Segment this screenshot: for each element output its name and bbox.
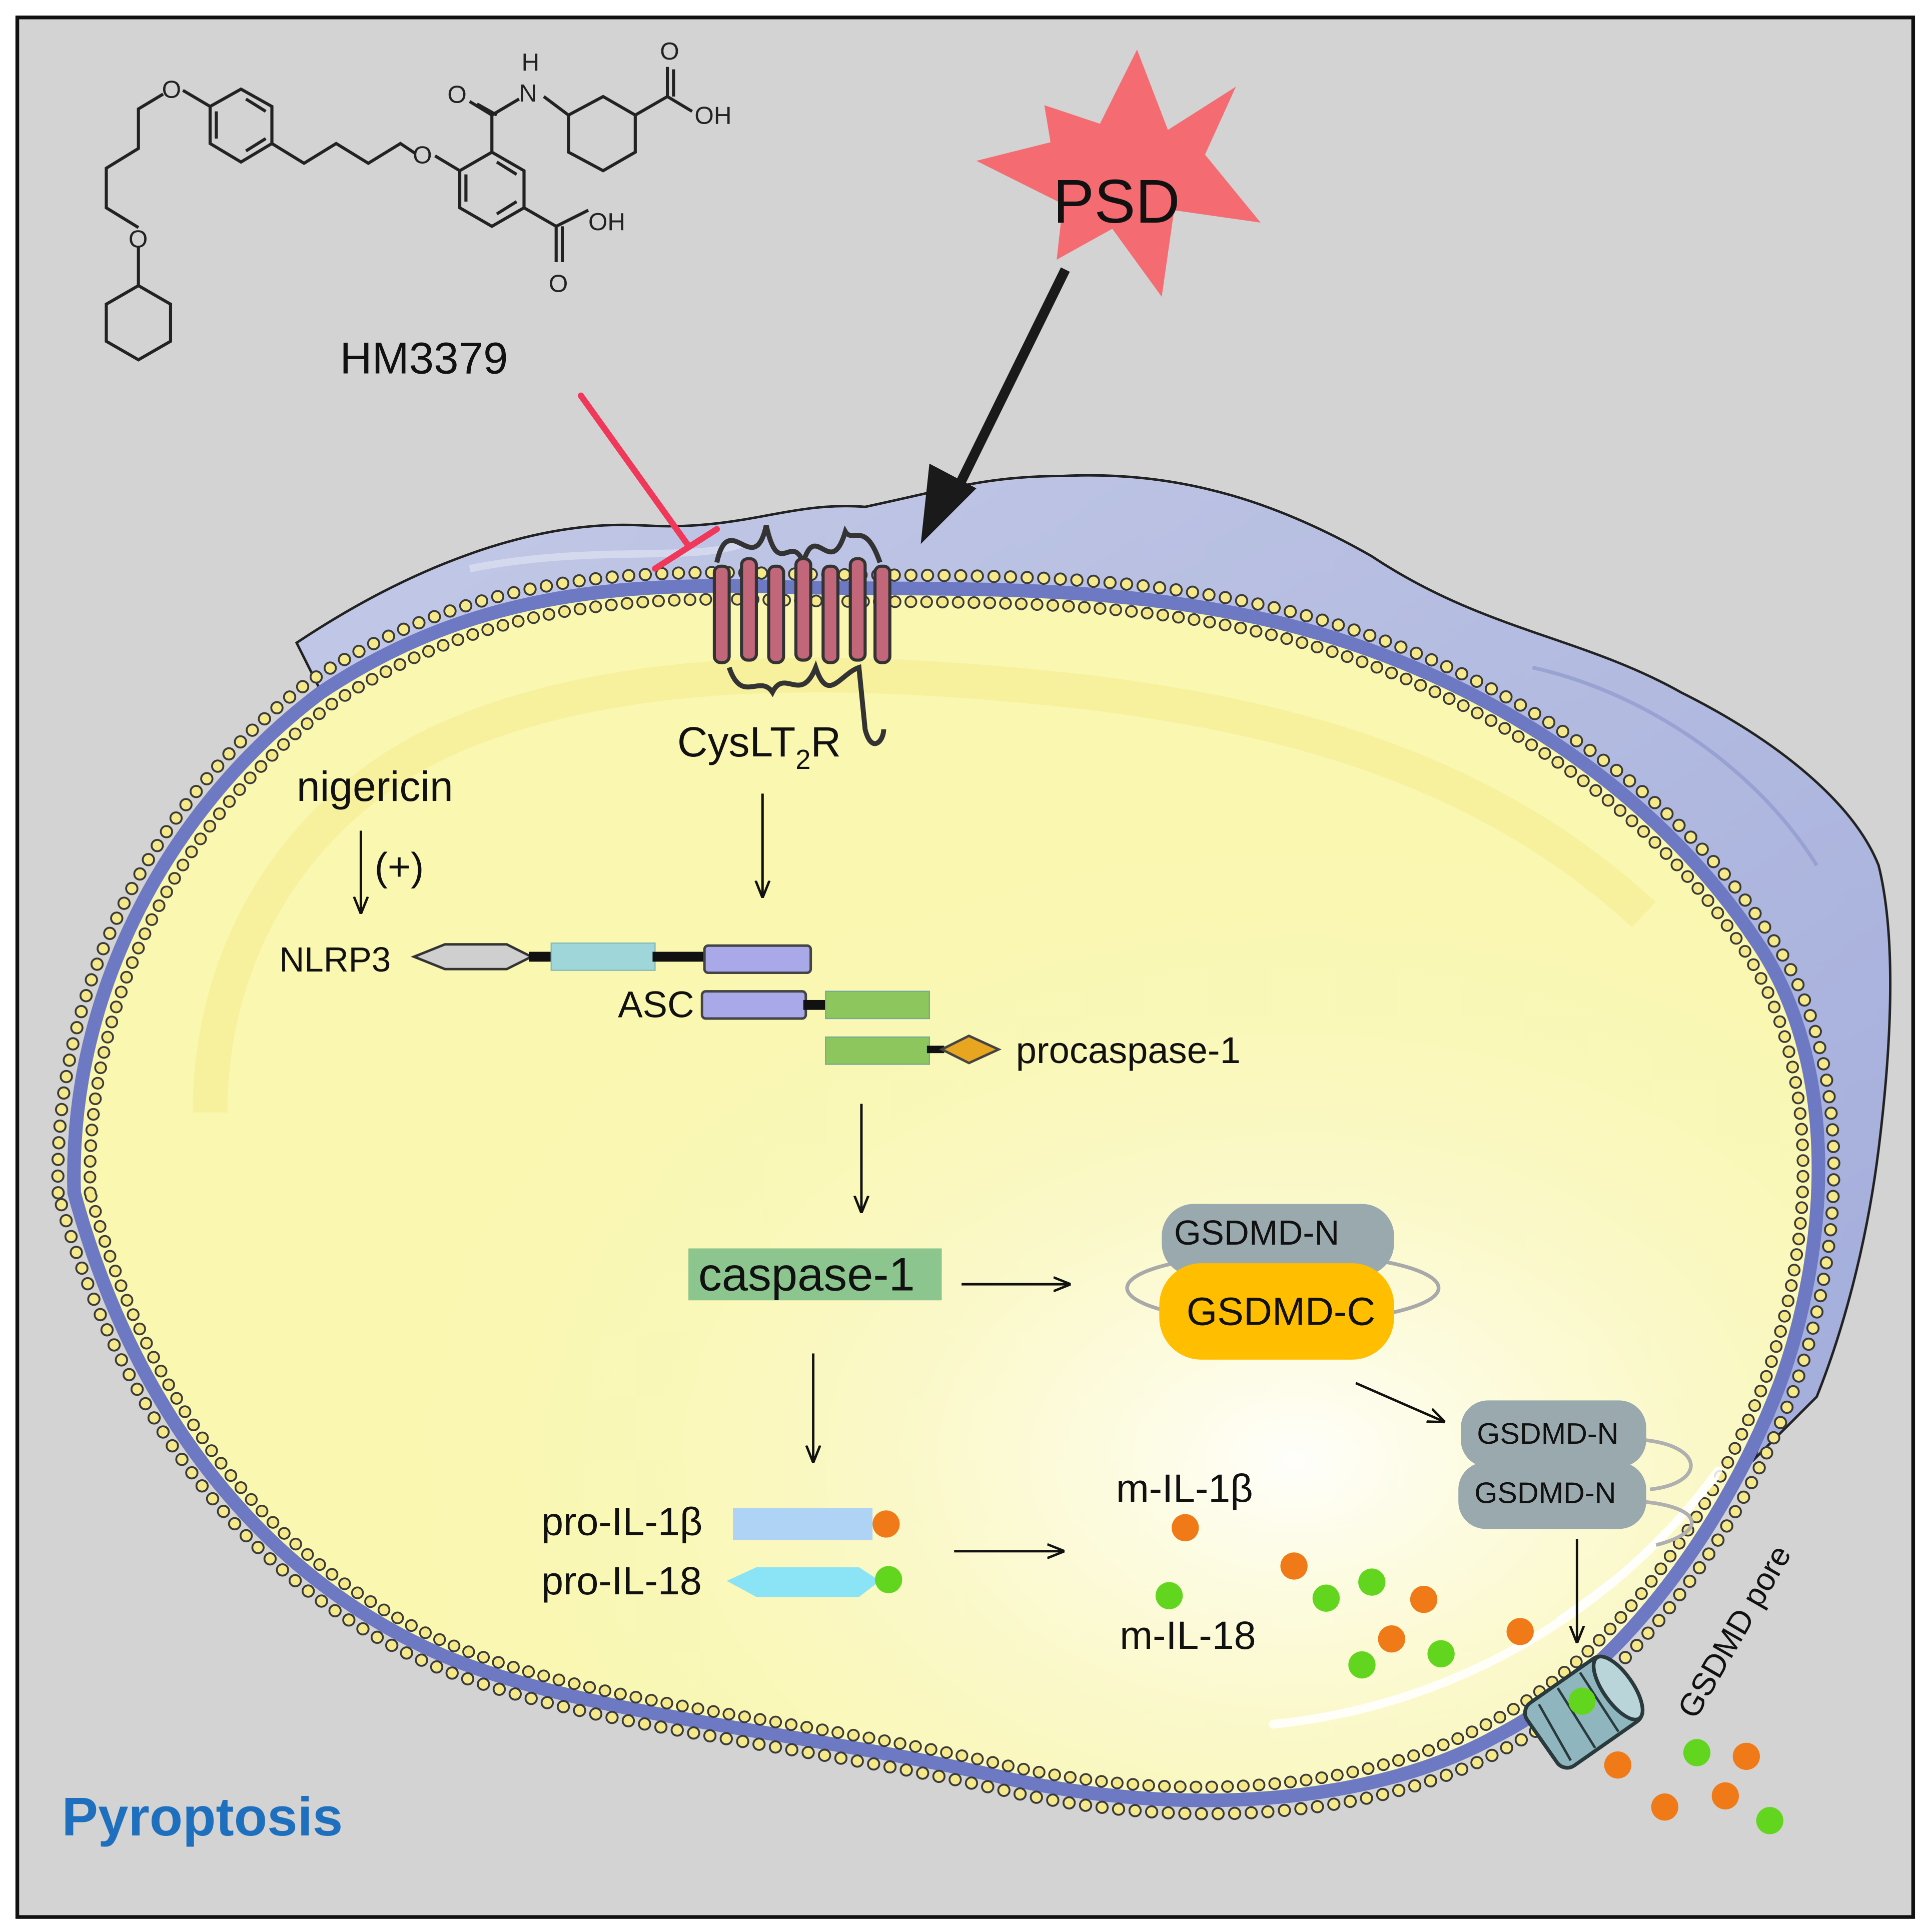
m-il1b-label: m-IL-1β bbox=[1116, 1466, 1253, 1510]
gsdmd-n-block bbox=[1162, 1204, 1394, 1276]
arrow-gsdmd-cleavage bbox=[1355, 1382, 1443, 1422]
psd-star bbox=[976, 50, 1261, 297]
caspase-box bbox=[688, 1248, 942, 1301]
psd-arrowhead bbox=[920, 463, 977, 544]
chem-oh1: OH bbox=[694, 102, 731, 129]
sheen-arc-thin bbox=[1556, 1476, 1719, 1621]
released-cytokines-outside bbox=[1604, 1739, 1783, 1834]
m-il1b-dot bbox=[1172, 1514, 1199, 1542]
procaspase-linker bbox=[926, 1046, 944, 1054]
psd-arrow bbox=[947, 267, 1070, 503]
nlrp3-label: NLRP3 bbox=[279, 940, 391, 979]
gsdmd-n-block-a bbox=[1461, 1400, 1646, 1467]
hm3379-structure bbox=[105, 67, 693, 362]
gsdmd-c-block bbox=[1159, 1263, 1394, 1360]
nigericin-label: nigericin bbox=[297, 763, 453, 810]
gsdmd-n-label: GSDMD-N bbox=[1174, 1213, 1339, 1252]
pro-il1b-label: pro-IL-1β bbox=[541, 1499, 702, 1544]
gsdmd-n-dimer-links bbox=[1643, 1438, 1694, 1547]
nlrp3-lrr-domain bbox=[703, 944, 812, 975]
membrane-outer-fill bbox=[53, 567, 1839, 1819]
m-il18-label: m-IL-18 bbox=[1120, 1613, 1256, 1657]
chem-o2: O bbox=[129, 225, 148, 253]
gsdmd-n-label-a: GSDMD-N bbox=[1477, 1417, 1618, 1450]
receptor-label: CysLT2R bbox=[677, 718, 841, 775]
gsdmd-n-block-b bbox=[1458, 1462, 1646, 1529]
pro-il18-bar bbox=[726, 1567, 880, 1597]
asc-card-domain bbox=[825, 991, 930, 1020]
m-il18-dot bbox=[1155, 1582, 1183, 1609]
envelope-highlight bbox=[469, 540, 743, 572]
nlrp3-linker1 bbox=[529, 951, 554, 962]
chem-o-acid2: O bbox=[549, 270, 568, 297]
asc-pyd-domain bbox=[700, 990, 807, 1020]
psd-label: PSD bbox=[1053, 167, 1180, 236]
pro-il18-mature-dot bbox=[875, 1566, 902, 1593]
plus-label: (+) bbox=[375, 844, 424, 888]
pyroptosis-title: Pyroptosis bbox=[62, 1787, 343, 1847]
chem-h: H bbox=[522, 49, 540, 76]
gsdmd-pore bbox=[1523, 1654, 1645, 1770]
chem-o3: O bbox=[413, 141, 432, 169]
compound-label: HM3379 bbox=[340, 333, 508, 383]
procaspase-domain bbox=[939, 1034, 1002, 1065]
membrane-inner-fill bbox=[85, 594, 1808, 1792]
gsdmd-n-label-b: GSDMD-N bbox=[1474, 1476, 1616, 1509]
asc-label: ASC bbox=[618, 984, 694, 1026]
asc-linker bbox=[803, 1000, 828, 1010]
nlrp3-nacht-domain bbox=[550, 942, 656, 971]
procaspase-card-domain bbox=[825, 1036, 930, 1065]
chem-oh2: OH bbox=[588, 208, 625, 236]
inhibition-marker bbox=[577, 392, 720, 572]
pro-il1b-mature-dot bbox=[872, 1510, 900, 1538]
pro-il18-label: pro-IL-18 bbox=[541, 1558, 702, 1603]
chem-o1: O bbox=[162, 76, 181, 103]
released-cytokines-inside bbox=[1280, 1552, 1534, 1679]
envelope-fold bbox=[1532, 665, 1818, 866]
interior-inner-shade bbox=[193, 657, 1656, 1113]
chem-o-acid1: O bbox=[660, 38, 679, 65]
pro-il1b-bar bbox=[733, 1508, 873, 1540]
nlrp3-linker2 bbox=[652, 951, 707, 962]
cyslt2r-receptor bbox=[712, 525, 891, 746]
procaspase-label: procaspase-1 bbox=[1016, 1030, 1241, 1071]
chem-o-amide: O bbox=[447, 81, 466, 108]
chem-n: N bbox=[519, 80, 537, 107]
caspase-label: caspase-1 bbox=[698, 1248, 915, 1301]
gsdmd-c-label: GSDMD-C bbox=[1187, 1289, 1376, 1334]
